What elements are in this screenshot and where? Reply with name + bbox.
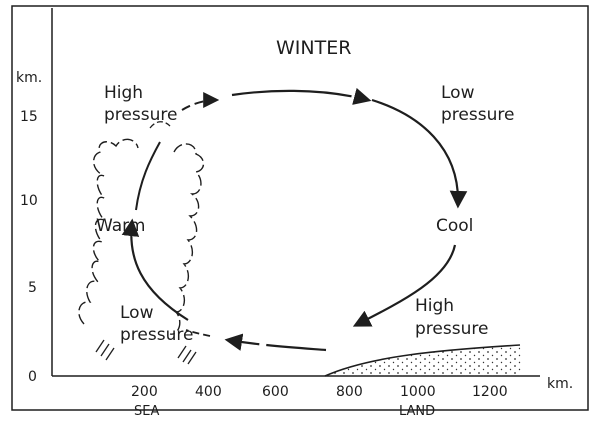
y-tick-label-0: 0 xyxy=(28,369,37,385)
low-pressure-bottom-label-line2: pressure xyxy=(120,325,193,345)
low-pressure-top-label-line1: Low xyxy=(441,83,475,103)
diagram-title: WINTER xyxy=(276,37,351,59)
high-pressure-top-label-line2: pressure xyxy=(104,105,177,125)
x-tick-label-400: 400 xyxy=(195,384,222,400)
land-fill xyxy=(325,345,522,376)
frame-border xyxy=(11,5,589,411)
x-tick-label-600: 600 xyxy=(262,384,289,400)
x-tick-label-1000: 1000 xyxy=(400,384,436,400)
cloud-top-dashes xyxy=(149,121,171,129)
x-axis-unit: km. xyxy=(547,376,573,392)
rising-arrow xyxy=(121,218,189,321)
low-pressure-bottom-label-line1: Low xyxy=(120,303,154,323)
cool-label: Cool xyxy=(436,216,473,236)
high-pressure-top-label-line1: High xyxy=(104,83,143,103)
sea-label: SEA xyxy=(134,404,159,419)
x-tick-label-1200: 1200 xyxy=(472,384,508,400)
low-pressure-top-label-line2: pressure xyxy=(441,105,514,125)
y-tick-label-5: 5 xyxy=(28,280,37,296)
top-left-dashes xyxy=(181,92,220,111)
y-tick-label-15: 15 xyxy=(20,109,38,125)
y-tick-label-10: 10 xyxy=(20,193,38,209)
land-slope-line xyxy=(324,344,521,377)
lower-right-arrow xyxy=(352,244,457,327)
land-label: LAND xyxy=(399,404,435,419)
rain-streaks xyxy=(95,339,197,365)
cloud-bottom-dashes xyxy=(185,329,211,337)
top-flow-arrow xyxy=(231,87,372,105)
high-pressure-bottom-label-line2: pressure xyxy=(415,319,488,339)
high-pressure-bottom-label-line1: High xyxy=(415,296,454,316)
warm-label: Warm xyxy=(96,216,145,236)
descending-arrow xyxy=(371,98,468,209)
x-tick-label-200: 200 xyxy=(131,384,158,400)
y-axis-unit: km. xyxy=(16,70,42,86)
rising-upper-stroke xyxy=(135,141,161,211)
cloud-column xyxy=(78,138,205,335)
surface-flow-arrow xyxy=(224,333,327,352)
x-tick-label-800: 800 xyxy=(336,384,363,400)
